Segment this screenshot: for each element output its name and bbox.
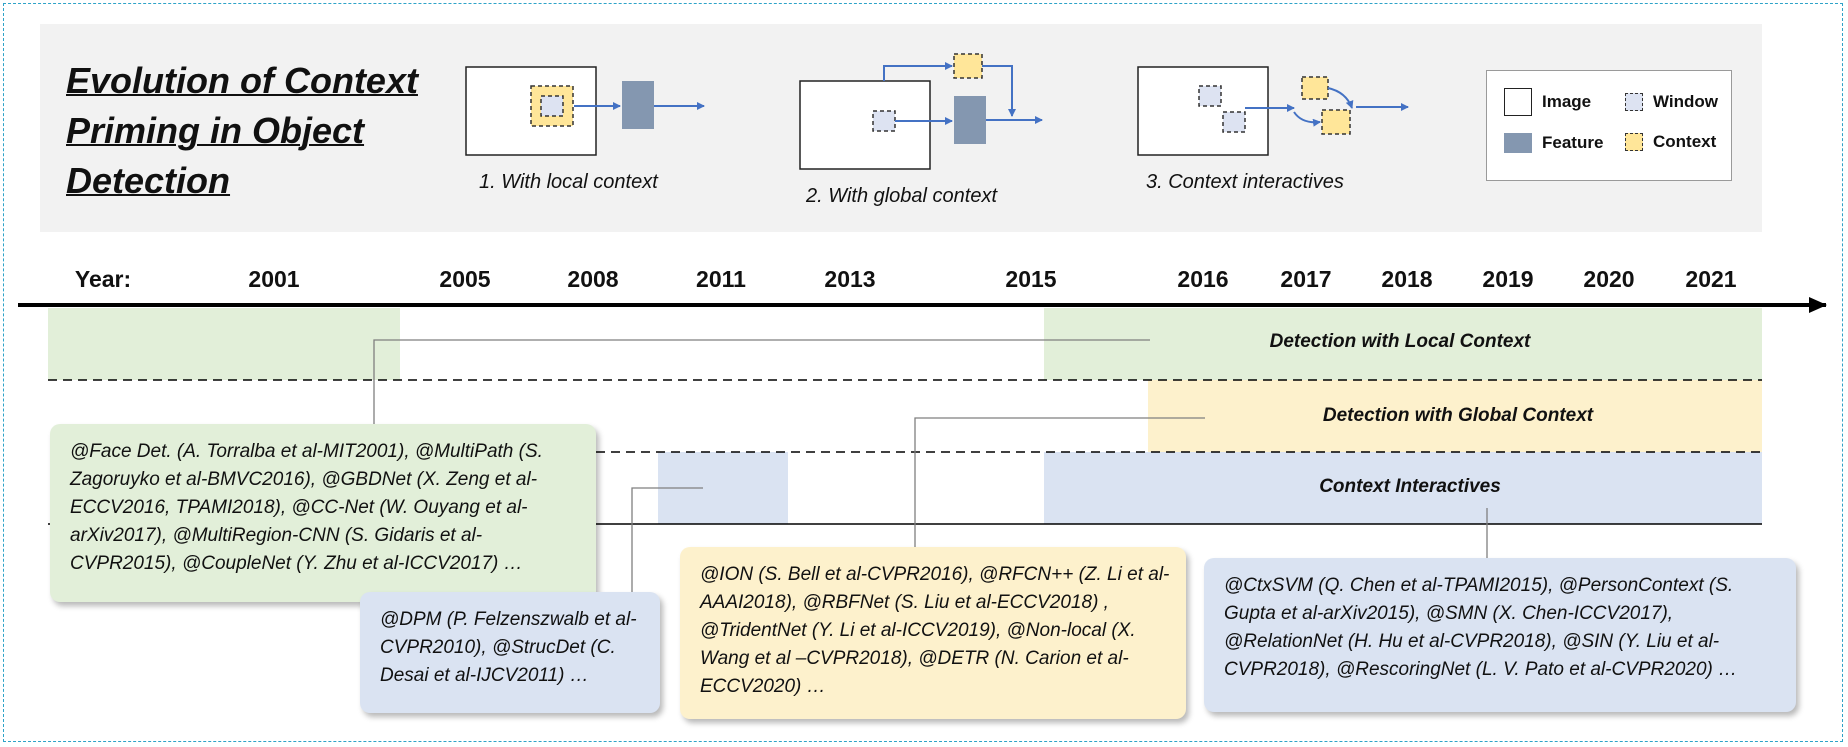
card-early-interactives-text: @DPM (P. Felzenszwalb et al-CVPR2010), @… (380, 609, 637, 686)
year-2015: 2015 (1005, 266, 1057, 292)
feature-swatch (1504, 133, 1532, 153)
year-2005: 2005 (439, 266, 491, 292)
window-swatch (1625, 93, 1643, 111)
image-swatch (1504, 88, 1532, 116)
year-2011: 2011 (696, 266, 746, 292)
year-label: Year: (74, 266, 132, 292)
year-2021: 2021 (1685, 266, 1737, 292)
diagram-title: Evolution of Context Priming in Object D… (66, 60, 418, 201)
legend-feature-label: Feature (1542, 133, 1604, 152)
legend-window-label: Window (1653, 92, 1718, 111)
caption-global-context: 2. With global context (806, 185, 998, 207)
year-2013: 2013 (824, 266, 876, 292)
caption-context-interactives: 3. Context interactives (1146, 171, 1344, 193)
year-2001: 2001 (248, 266, 300, 292)
card-context-interactives-text: @CtxSVM (Q. Chen et al-TPAMI2015), @Pers… (1224, 575, 1738, 680)
band-label-global: Detection with Global Context (1322, 405, 1594, 426)
caption-local-context: 1. With local context (479, 171, 658, 193)
outer-frame (3, 3, 1843, 742)
legend-context: Context (1625, 132, 1716, 152)
legend-context-label: Context (1653, 132, 1717, 151)
legend-image-label: Image (1542, 92, 1592, 111)
year-2016: 2016 (1177, 266, 1229, 292)
year-2020: 2020 (1583, 266, 1635, 292)
card-global-context-text: @ION (S. Bell et al-CVPR2016), @RFCN++ (… (700, 564, 1170, 697)
year-2008: 2008 (567, 266, 619, 292)
legend-window: Window (1625, 92, 1718, 112)
legend-image: Image (1504, 88, 1591, 116)
band-label-interactives: Context Interactives (1319, 476, 1501, 497)
year-2017: 2017 (1280, 266, 1332, 292)
context-swatch (1625, 133, 1643, 151)
card-global-context: @ION (S. Bell et al-CVPR2016), @RFCN++ (… (680, 547, 1186, 719)
card-context-interactives: @CtxSVM (Q. Chen et al-TPAMI2015), @Pers… (1204, 558, 1796, 712)
band-label-local: Detection with Local Context (1269, 331, 1531, 352)
legend: Image Window Feature Context (1486, 70, 1732, 181)
card-local-context-text: @Face Det. (A. Torralba et al-MIT2001), … (70, 441, 543, 574)
year-2018: 2018 (1381, 266, 1433, 292)
card-local-context: @Face Det. (A. Torralba et al-MIT2001), … (50, 424, 596, 602)
legend-feature: Feature (1504, 133, 1603, 153)
card-early-interactives: @DPM (P. Felzenszwalb et al-CVPR2010), @… (360, 592, 660, 713)
year-2019: 2019 (1482, 266, 1534, 292)
